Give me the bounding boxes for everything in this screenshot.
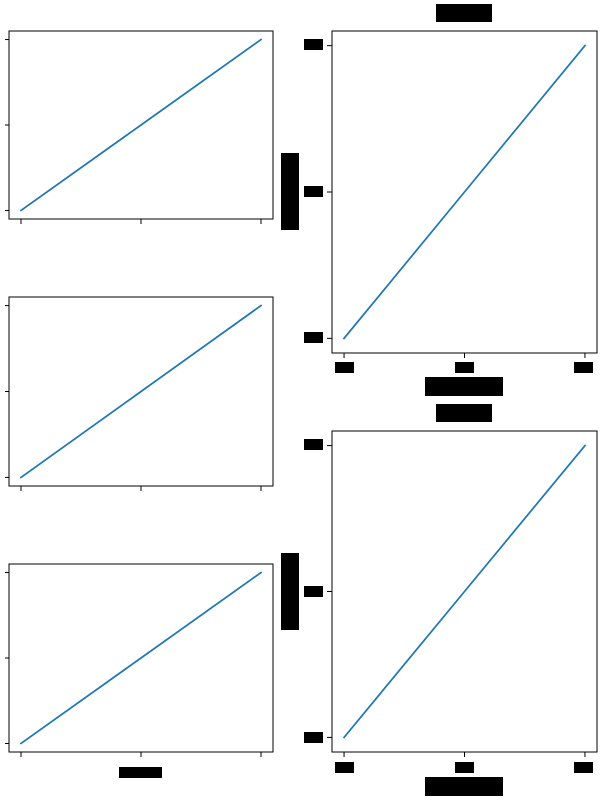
- x-axis-label-redacted: [425, 377, 503, 396]
- y-tick-label-redacted: [304, 586, 323, 597]
- chart-title-redacted: [436, 4, 492, 22]
- x-tick-label-redacted: [335, 362, 354, 373]
- x-tick-label-redacted: [455, 362, 474, 373]
- series-line: [19, 304, 263, 479]
- y-tick-label-redacted: [304, 439, 323, 450]
- y-tick-label-redacted: [304, 186, 323, 197]
- y-axis-label-redacted: [281, 153, 299, 230]
- y-tick-label-redacted: [304, 332, 323, 343]
- series-line: [342, 44, 587, 340]
- axes-frame: [8, 30, 274, 220]
- chart-title-redacted: [436, 404, 492, 422]
- subplot-right-bottom: [281, 404, 598, 796]
- x-tick-label-redacted: [455, 762, 474, 773]
- subplot-left-bottom: [5, 563, 274, 778]
- x-axis-label-redacted: [119, 767, 162, 778]
- y-tick-label-redacted: [304, 732, 323, 743]
- axes-frame: [8, 563, 274, 753]
- x-tick-label-redacted: [335, 762, 354, 773]
- axes-frame: [331, 30, 598, 354]
- axes-frame: [331, 430, 598, 753]
- series-line: [342, 444, 587, 739]
- subplot-left-middle: [5, 296, 274, 491]
- series-line: [19, 571, 263, 745]
- y-tick-label-redacted: [304, 39, 323, 50]
- subplot-right-top: [281, 4, 598, 396]
- x-tick-label-redacted: [574, 762, 593, 773]
- x-tick-label-redacted: [574, 362, 593, 373]
- series-line: [19, 38, 263, 212]
- subplot-left-top: [5, 30, 274, 224]
- x-axis-label-redacted: [425, 777, 503, 796]
- y-axis-label-redacted: [281, 553, 299, 630]
- axes-frame: [8, 296, 274, 487]
